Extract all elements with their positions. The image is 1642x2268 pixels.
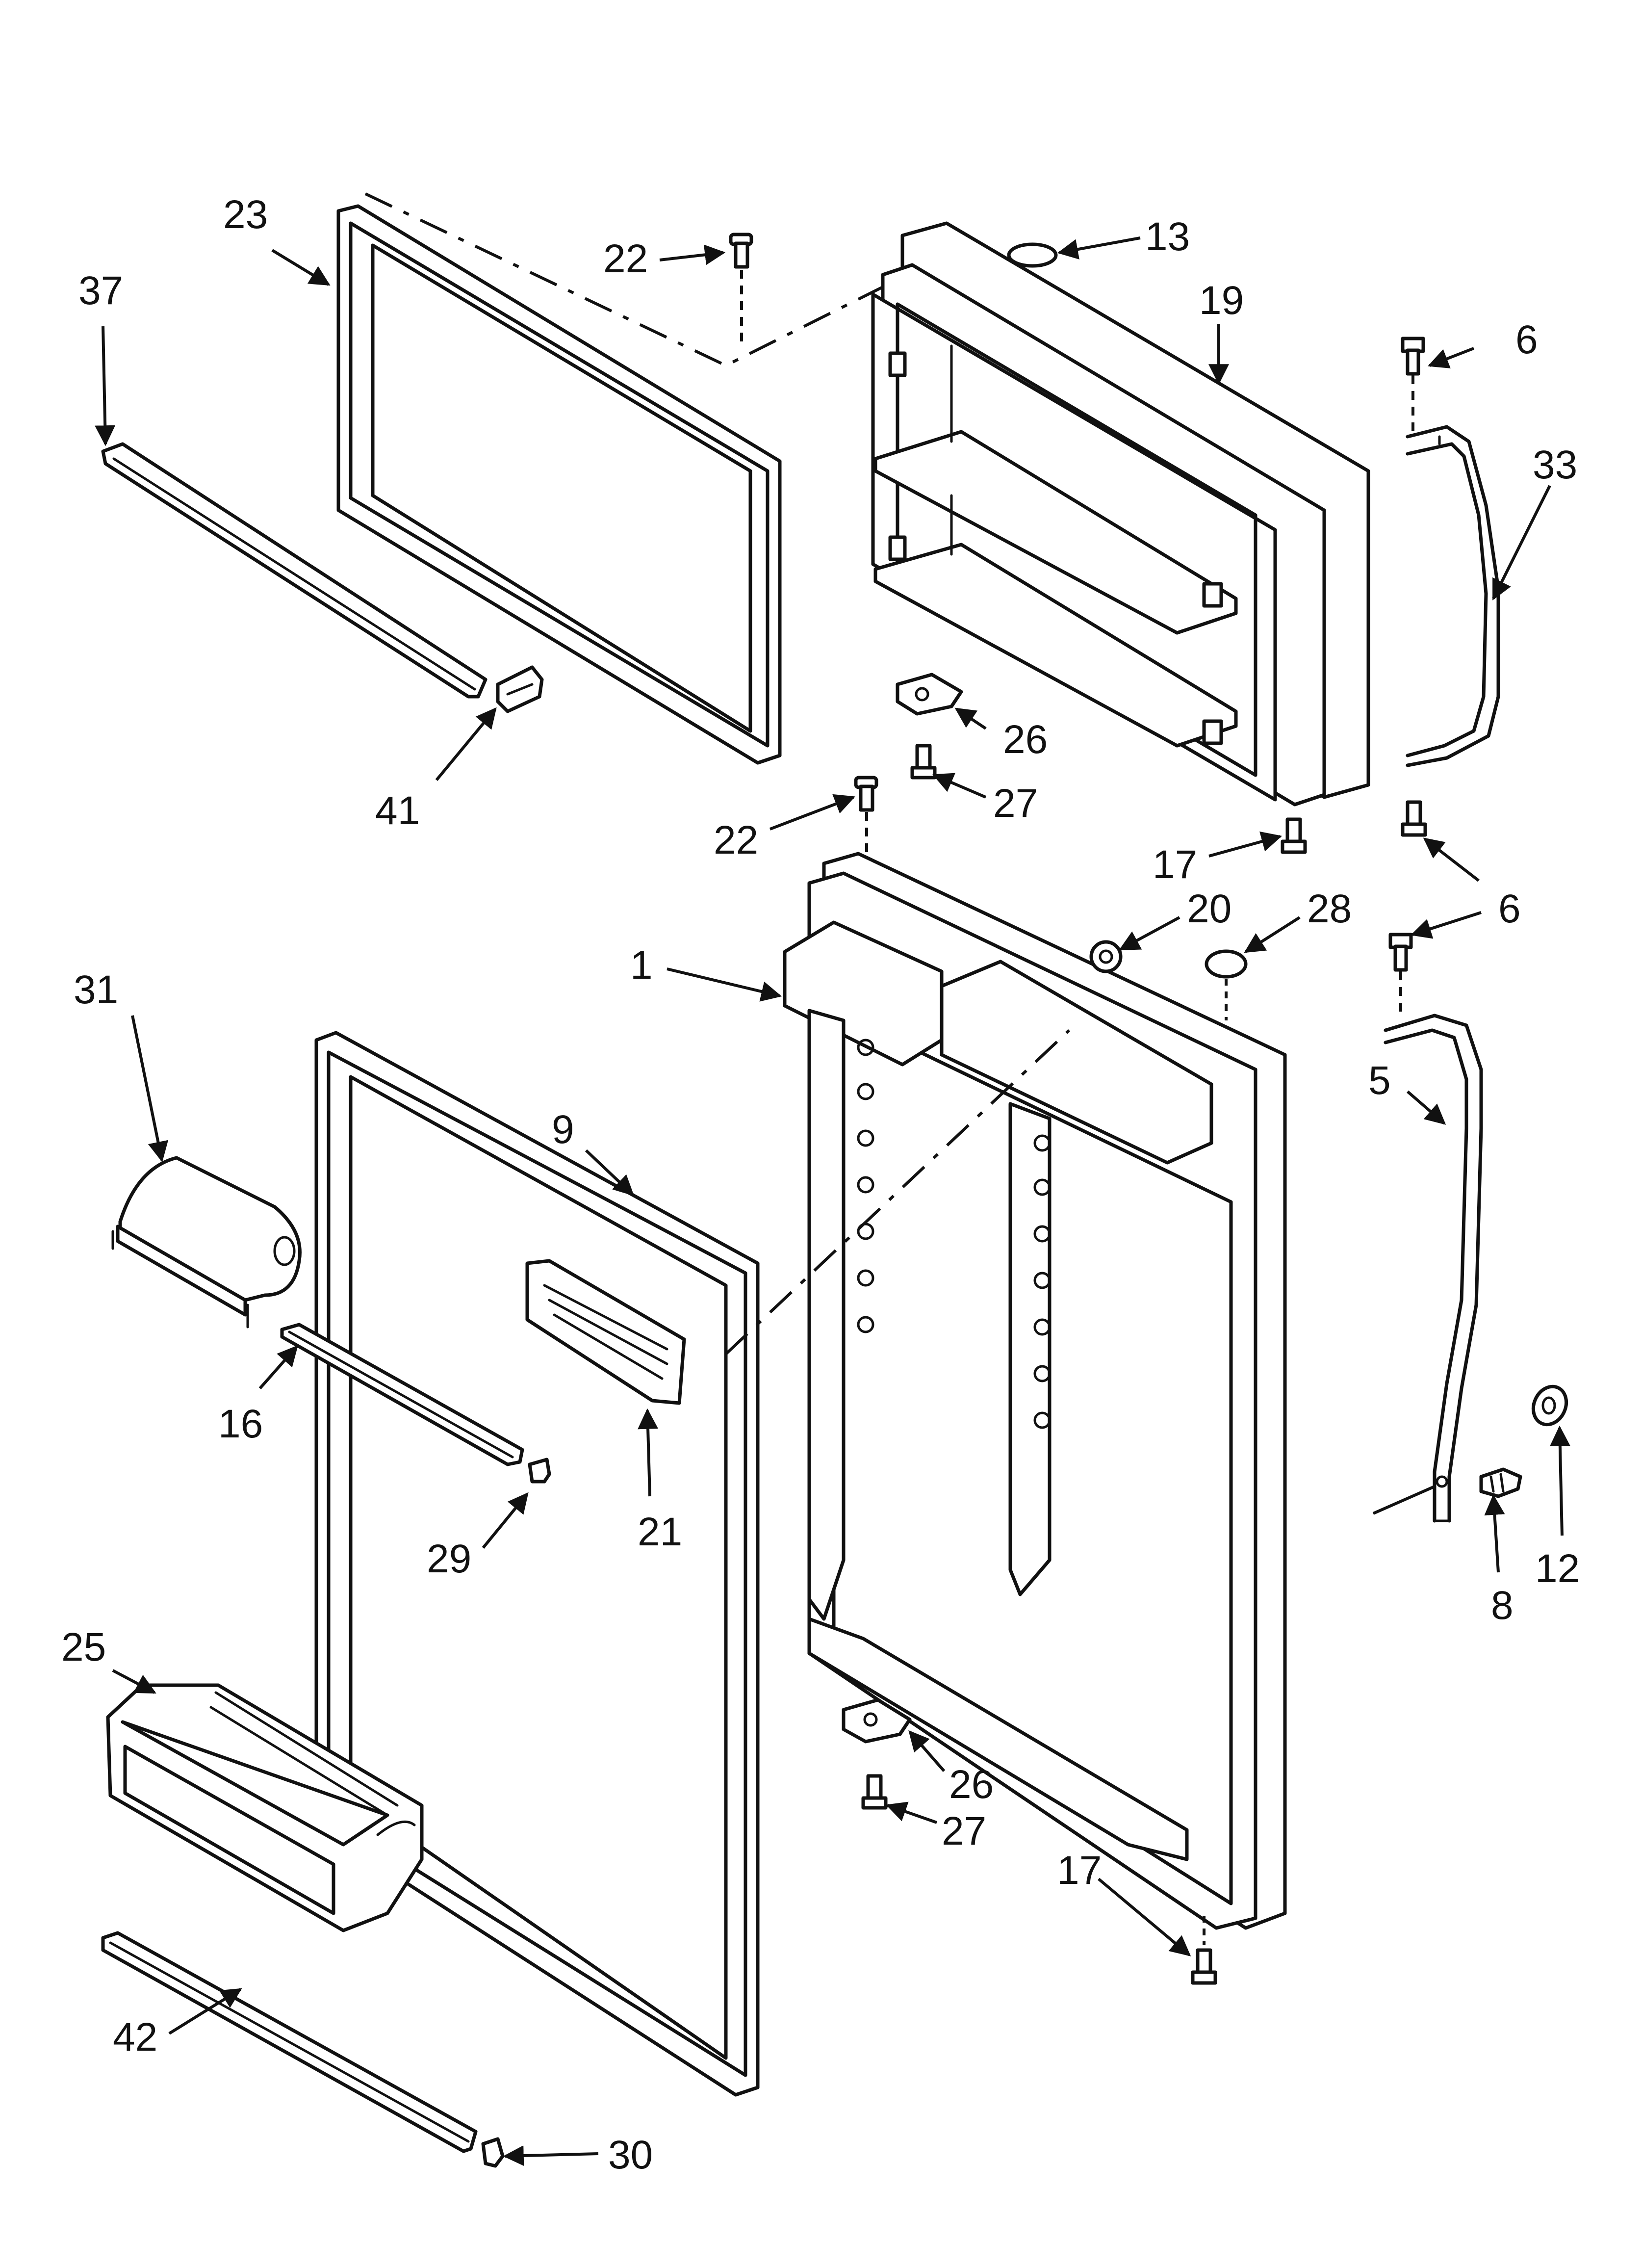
callout-30: 30 (608, 2133, 653, 2177)
part-22-pin-lower (854, 776, 878, 863)
callout-6-a: 6 (1515, 317, 1538, 362)
part-17-screw-lower (1191, 1916, 1217, 1985)
part-6-screw-c (1388, 933, 1413, 1018)
callout-22-lower: 22 (714, 818, 758, 862)
part-33-upper-handle (1406, 425, 1500, 767)
callout-31: 31 (74, 967, 118, 1012)
callout-27-lower: 27 (942, 1809, 986, 1853)
callout-12: 12 (1535, 1546, 1580, 1591)
callout-23: 23 (223, 192, 268, 237)
callout-27-top: 27 (993, 781, 1038, 826)
part-13-plug (1007, 242, 1058, 268)
callout-16: 16 (218, 1402, 263, 1446)
part-23-freezer-gasket (336, 204, 782, 765)
part-17-screw-top (1281, 817, 1307, 854)
part-8-screw (1479, 1467, 1522, 1498)
part-37-trim-strip (101, 442, 487, 699)
part-12-cap (1531, 1384, 1568, 1427)
callout-26-top: 26 (1003, 717, 1048, 762)
callout-6-b: 6 (1498, 886, 1521, 931)
callout-42: 42 (113, 2015, 157, 2059)
callout-13: 13 (1145, 214, 1190, 259)
callout-5: 5 (1368, 1058, 1391, 1103)
callout-41: 41 (375, 788, 420, 833)
part-25-door-bin (106, 1683, 424, 1932)
part-1-fresh-food-door (783, 852, 1287, 1930)
callout-20: 20 (1187, 886, 1232, 931)
part-29-trim-clip (528, 1458, 551, 1484)
callout-28: 28 (1307, 886, 1352, 931)
leader-lines (95, 236, 1570, 2166)
part-9-fresh-food-gasket (314, 1031, 760, 2097)
part-27-screw-top (910, 744, 937, 780)
part-28-plug (1205, 949, 1248, 1020)
callout-8: 8 (1491, 1583, 1514, 1628)
callout-19: 19 (1199, 278, 1244, 323)
part-27-screw-lower (861, 1774, 888, 1810)
part-21-shelf-panel (525, 1259, 686, 1405)
part-5-lower-handle (1372, 1014, 1483, 1523)
part-42-bin-trim (101, 1931, 478, 2153)
callout-1: 1 (630, 943, 653, 988)
callout-17-lower: 17 (1057, 1848, 1102, 1893)
callout-22-top: 22 (603, 236, 648, 281)
part-30-trim-clip (481, 2137, 505, 2168)
callout-33: 33 (1533, 443, 1577, 487)
part-6-screw-b (1401, 800, 1427, 837)
callout-26-lower: 26 (949, 1762, 994, 1807)
callout-37: 37 (78, 268, 123, 313)
part-6-screw-a (1401, 337, 1425, 432)
part-26-hinge-top (896, 673, 963, 716)
callout-21: 21 (638, 1510, 682, 1554)
callout-labels: 23 37 22 13 19 6 33 26 27 41 22 17 6 20 … (61, 192, 1580, 2177)
callout-29: 29 (427, 1537, 471, 1581)
callout-9: 9 (552, 1107, 574, 1152)
callout-25: 25 (61, 1625, 106, 1669)
part-16-shelf-trim (280, 1323, 524, 1466)
part-26-hinge-lower (842, 1698, 912, 1744)
part-41-end-cap (496, 665, 544, 713)
part-19-freezer-door (871, 221, 1370, 807)
part-22-pin-top (729, 233, 753, 343)
callout-17-top: 17 (1153, 842, 1197, 887)
part-31-dairy-door (111, 1156, 302, 1329)
part-20-plug (1089, 940, 1123, 973)
